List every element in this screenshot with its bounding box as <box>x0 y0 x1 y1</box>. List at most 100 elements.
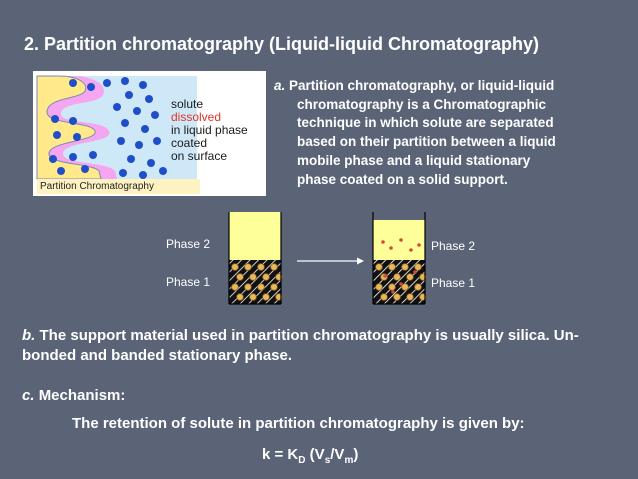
solute-particle <box>413 270 417 274</box>
stationary-particle <box>393 293 401 301</box>
equation-close: ) <box>353 446 359 463</box>
solute-particle <box>417 243 421 247</box>
solute-dot <box>135 141 143 149</box>
paragraph-b-prefix: b. <box>22 327 36 344</box>
solute-dot <box>133 107 141 115</box>
paragraph-b-text: The support material used in partition c… <box>22 327 579 364</box>
solute-dot <box>119 169 127 177</box>
figure-caption: Partition Chromatography <box>37 179 200 194</box>
equation-vm-subscript: m <box>344 455 354 466</box>
stationary-particle <box>236 273 244 281</box>
equation-open: (V <box>305 446 325 463</box>
right-phase2-label: Phase 2 <box>431 239 476 253</box>
stationary-particle <box>270 263 278 271</box>
stationary-particle <box>401 263 409 271</box>
left-phase2-label: Phase 2 <box>166 237 211 251</box>
solute-particle <box>399 238 403 242</box>
solute-particle <box>391 290 395 294</box>
partition-figure: solute dissolved in liquid phase coated … <box>33 71 266 196</box>
stationary-particle <box>388 263 396 271</box>
stationary-particle <box>262 293 270 301</box>
solute-dot <box>69 117 77 125</box>
paragraph-c-text: Mechanism: <box>38 387 126 404</box>
stationary-particle <box>406 273 414 281</box>
column-before <box>228 212 283 305</box>
stationary-particle <box>244 263 252 271</box>
column-after-solutes <box>381 238 421 294</box>
solute-dot <box>139 81 147 89</box>
solute-dot <box>73 133 81 141</box>
solute-particle <box>399 282 403 286</box>
stationary-particle <box>401 283 409 291</box>
stationary-particle <box>414 263 422 271</box>
stationary-particle <box>262 273 270 281</box>
stationary-particle <box>249 293 257 301</box>
equation-vs-subscript: s <box>324 455 331 466</box>
solute-dot <box>69 153 77 161</box>
stationary-particle <box>414 283 422 291</box>
column-after <box>372 212 427 305</box>
stationary-particle <box>375 283 383 291</box>
paragraph-a-line-2: chromatography is a Chromatographic <box>297 96 547 112</box>
stationary-particle <box>236 293 244 301</box>
column-diagram <box>228 212 427 305</box>
paragraph-a-line-6: phase coated on a solid support. <box>297 171 508 187</box>
label-on-surface: on surface <box>171 149 228 163</box>
left-phase1-label: Phase 1 <box>166 275 211 289</box>
equation-kd-subscript: D <box>298 455 306 466</box>
paragraph-a-line-3: technique in which solute are separated <box>297 115 554 131</box>
solute-dot <box>49 155 57 163</box>
stationary-particle <box>393 273 401 281</box>
solute-dot <box>69 79 77 87</box>
solute-dot <box>89 151 97 159</box>
solute-dot <box>127 155 135 163</box>
column-after-phase2 <box>373 220 425 260</box>
equation-k: k = K <box>262 446 299 463</box>
solute-dot <box>117 137 125 145</box>
solute-particle <box>381 240 385 244</box>
solute-dot <box>51 115 59 123</box>
column-before-phase2 <box>229 212 281 260</box>
solute-dot <box>147 159 155 167</box>
stationary-particle <box>380 293 388 301</box>
paragraph-a-line-1: a. Partition chromatography, or liquid-l… <box>274 77 614 96</box>
solute-dot <box>113 103 121 111</box>
solute-dot <box>141 125 149 133</box>
retention-statement: The retention of solute in partition chr… <box>72 415 525 432</box>
solute-dot <box>153 137 161 145</box>
label-solute: solute <box>171 97 204 111</box>
stationary-particle <box>406 293 414 301</box>
solute-dot <box>103 79 111 87</box>
stationary-particle <box>375 263 383 271</box>
retention-equation: k = KD (Vs/Vm) <box>262 446 358 466</box>
solute-dot <box>121 77 129 85</box>
equation-slash: /V <box>330 446 345 463</box>
solute-dot <box>81 165 89 173</box>
solute-dot <box>125 91 133 99</box>
solute-dot <box>159 167 167 175</box>
solute-particle <box>383 274 387 278</box>
stationary-particle <box>388 283 396 291</box>
stationary-particle <box>249 273 257 281</box>
paragraph-a-text-1: Partition chromatography, or liquid-liqu… <box>289 78 555 93</box>
paragraph-a-prefix: a. <box>274 78 286 93</box>
solute-particle <box>409 248 413 252</box>
paragraph-c-prefix: c. <box>22 387 35 404</box>
stationary-particle <box>244 283 252 291</box>
paragraph-a: a. Partition chromatography, or liquid-l… <box>274 77 614 189</box>
solute-dot <box>121 119 129 127</box>
stationary-particle <box>231 283 239 291</box>
stationary-particle <box>257 283 265 291</box>
solute-dot <box>139 171 147 179</box>
solid-support <box>36 75 102 180</box>
arrow-icon <box>297 257 364 265</box>
paragraph-a-line-5: mobile phase and a liquid stationary <box>297 152 531 168</box>
solute-particle <box>389 246 393 250</box>
label-liquid-phase: in liquid phase <box>171 123 248 137</box>
paragraph-c: c. Mechanism: <box>22 387 125 404</box>
slide-title: 2. Partition chromatography (Liquid-liqu… <box>24 34 540 54</box>
solute-dot <box>53 131 61 139</box>
partition-illustration <box>33 71 266 196</box>
solute-dot <box>151 111 159 119</box>
paragraph-a-line-4: based on their partition between a liqui… <box>297 134 556 150</box>
